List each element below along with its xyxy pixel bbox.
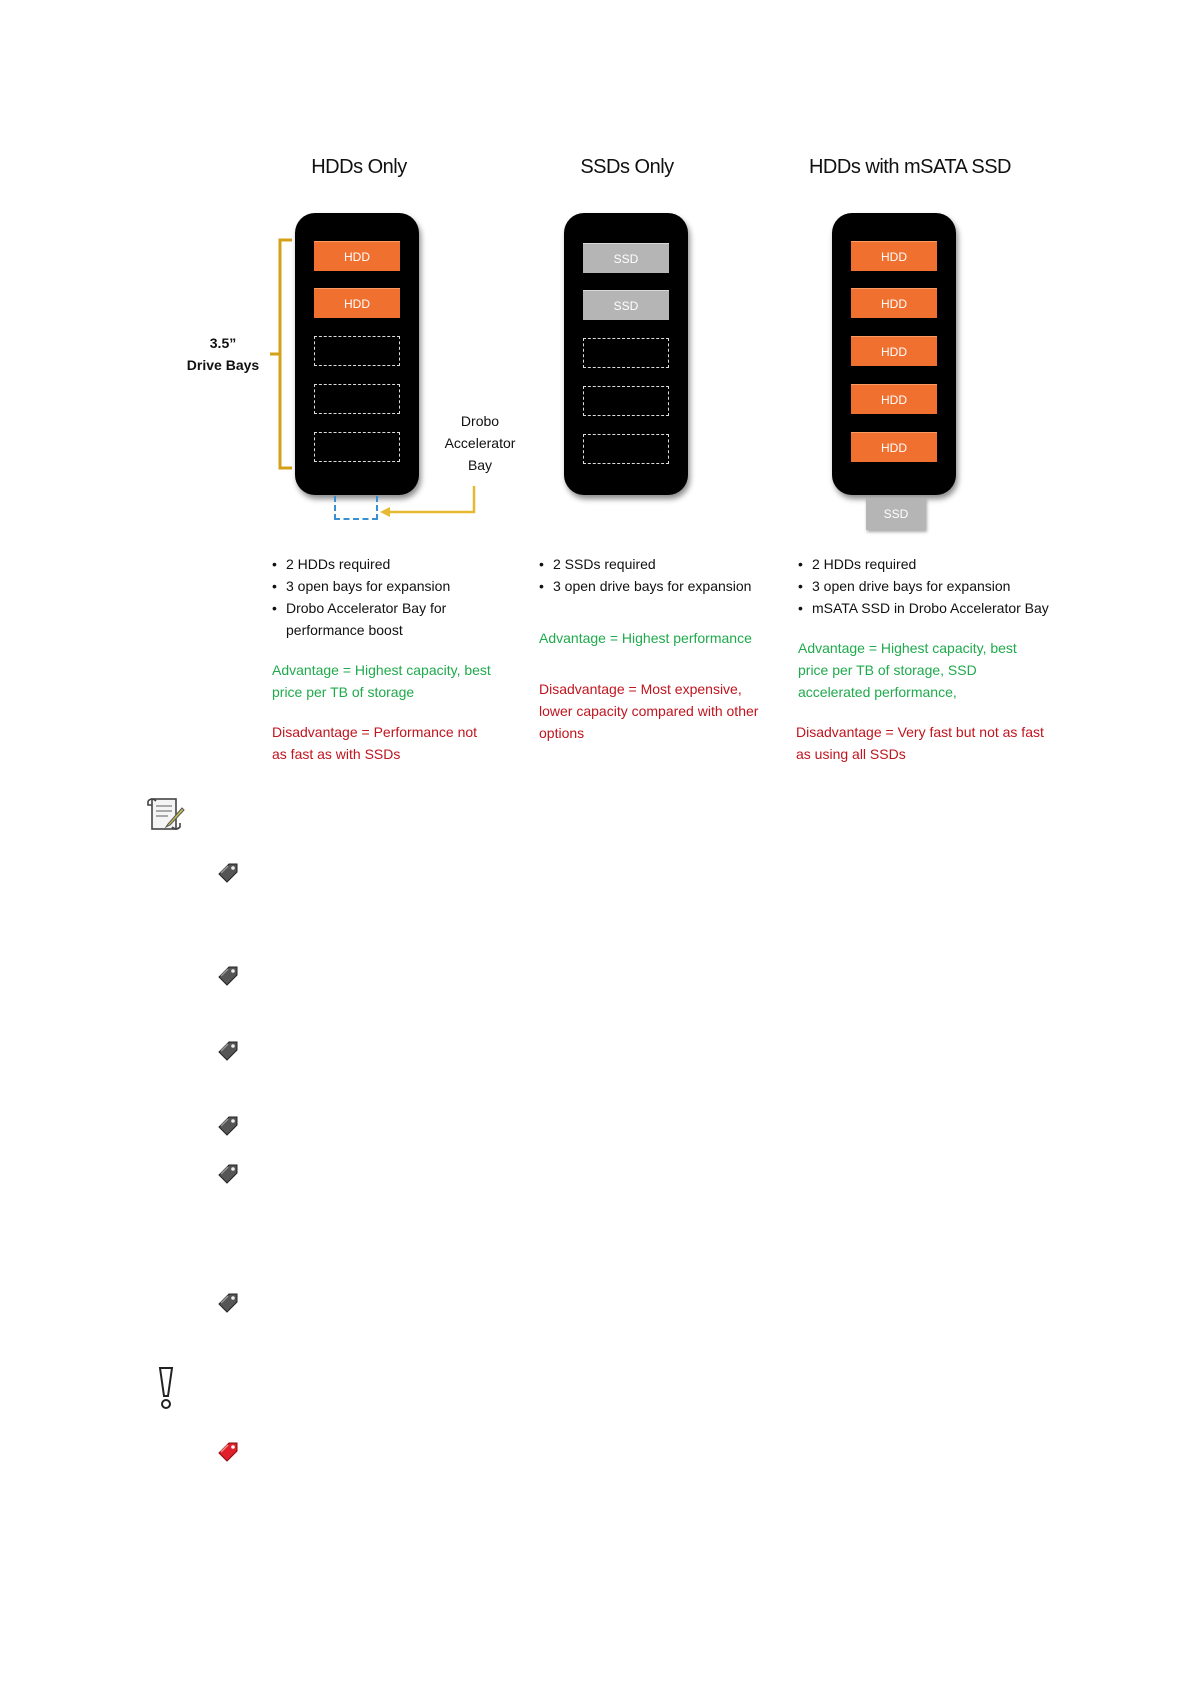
column-title-ssds-only: SSDs Only [580,156,674,178]
drobo-unit-hdds-only: HDD HDD [295,213,419,495]
drive-slot-empty [583,386,669,416]
exclamation-icon [158,1367,174,1409]
accelerator-arrow [380,486,476,517]
bullet-list-ssds-only: 2 SSDs required 3 open drive bays for ex… [539,553,769,597]
note-scroll-icon [147,798,185,830]
drive-slot-hdd: HDD [851,241,937,271]
drive-slot-empty [583,434,669,464]
gray-tag-icon [218,863,238,883]
drive-slot-empty [314,432,400,462]
bullet-item: 3 open drive bays for expansion [798,575,1058,597]
disadvantage-text-ssds-only: Disadvantage = Most expensive, lower cap… [539,681,759,741]
gray-tag-icon [218,1164,238,1184]
advantage-text-ssds-only: Advantage = Highest performance [539,630,752,646]
advantage-text-hdds-msata: Advantage = Highest capacity, best price… [798,640,1017,700]
bullet-item: 3 open drive bays for expansion [539,575,769,597]
drive-slot-empty [583,338,669,368]
gray-tag-icon [218,1116,238,1136]
drive-slot-hdd: HDD [851,336,937,366]
drive-slot-ssd: SSD [583,243,669,273]
drobo-unit-ssds-only: SSD SSD [564,213,688,495]
advantage-text-hdds-only: Advantage = Highest capacity, best price… [272,662,491,700]
bullet-item: mSATA SSD in Drobo Accelerator Bay [798,597,1058,619]
bullet-list-hdds-only: 2 HDDs required 3 open bays for expansio… [272,553,482,641]
bullet-item: 2 SSDs required [539,553,769,575]
bullet-list-hdds-msata: 2 HDDs required 3 open drive bays for ex… [798,553,1058,619]
drive-bays-label: 3.5” Drive Bays [186,335,260,373]
drive-slot-empty [314,384,400,414]
bullet-item: 3 open bays for expansion [272,575,482,597]
bullet-item: 2 HDDs required [272,553,482,575]
column-title-hdds-msata: HDDs with mSATA SSD [808,156,1012,178]
gray-tag-icon [218,966,238,986]
drive-slot-empty [314,336,400,366]
bullet-item: Drobo Accelerator Bay for performance bo… [272,597,482,641]
accelerator-bay-msata-ssd: SSD [866,498,926,530]
drive-slot-hdd: HDD [314,241,400,271]
drobo-unit-hdds-msata: HDD HDD HDD HDD HDD [832,213,956,495]
drive-slot-hdd: HDD [851,384,937,414]
drive-slot-ssd: SSD [583,290,669,320]
disadvantage-text-hdds-msata: Disadvantage = Very fast but not as fast… [796,724,1044,762]
accelerator-bay-label: Drobo Accelerator Bay [444,413,516,473]
red-tag-icon [218,1442,238,1462]
gray-tag-icon [218,1041,238,1061]
drive-bays-bracket [270,238,292,470]
accelerator-bay-empty [334,496,378,520]
bullet-item: 2 HDDs required [798,553,1058,575]
column-title-hdds-only: HDDs Only [311,156,407,178]
drive-slot-hdd: HDD [851,432,937,462]
drive-slot-hdd: HDD [314,288,400,318]
gray-tag-icon [218,1293,238,1313]
drive-slot-hdd: HDD [851,288,937,318]
disadvantage-text-hdds-only: Disadvantage = Performance not as fast a… [272,724,478,762]
